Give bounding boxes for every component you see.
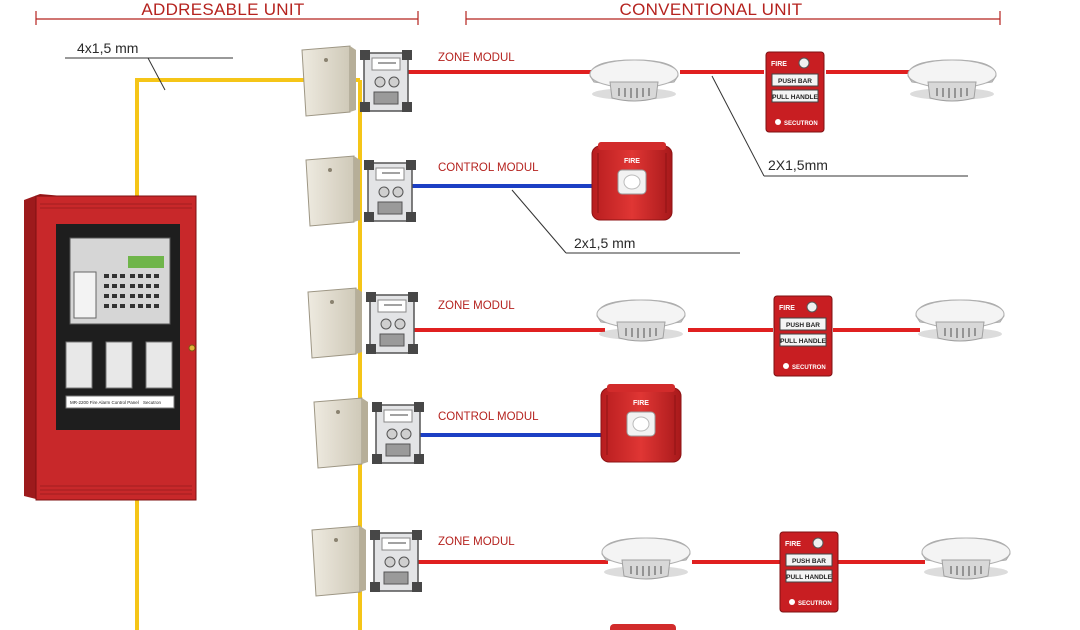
horn-strobe-3-partial	[610, 624, 676, 630]
pull-station-1: FIRE PUSH BAR PULL HANDLE SECUTRON	[765, 51, 825, 133]
smoke-detector-2a	[596, 299, 686, 342]
svg-text:PULL HANDLE: PULL HANDLE	[772, 94, 818, 101]
panel-lock	[188, 344, 196, 352]
svg-text:SECUTRON: SECUTRON	[792, 365, 826, 371]
lcd-display	[128, 256, 164, 268]
svg-text:PUSH BAR: PUSH BAR	[786, 322, 820, 329]
conventional-unit-header: CONVENTIONAL UNIT	[465, 0, 1001, 25]
addressable-unit-header: ADDRESABLE UNIT	[35, 0, 419, 25]
horn-strobe-2	[600, 383, 682, 463]
panel-brand: Secutron	[143, 400, 162, 405]
control-cable-label: 2x1,5 mm	[574, 235, 635, 251]
svg-text:PUSH BAR: PUSH BAR	[778, 78, 812, 85]
zone-cable-label: 2X1,5mm	[768, 157, 828, 173]
module-label-1: ZONE MODUL	[438, 52, 515, 64]
svg-text:PUSH BAR: PUSH BAR	[792, 558, 826, 565]
panel-caption: MR-2200 Fire Alarm Control Panel	[70, 400, 139, 405]
svg-text:FIRE: FIRE	[771, 61, 787, 68]
pull-station-3: FIRE PUSH BAR PULL HANDLE SECUTRON	[779, 531, 839, 613]
addressable-unit-label: ADDRESABLE UNIT	[141, 0, 304, 19]
control-module-2	[313, 397, 425, 469]
smoke-detector-3a	[601, 537, 691, 580]
svg-text:PULL HANDLE: PULL HANDLE	[786, 574, 832, 581]
zone-module-3	[311, 525, 423, 597]
smoke-detector-2b	[915, 299, 1005, 342]
module-label-5: ZONE MODUL	[438, 536, 515, 548]
main-cable-callout: 4x1,5 mm	[65, 40, 233, 91]
conventional-unit-label: CONVENTIONAL UNIT	[620, 0, 803, 19]
pull-station-2: FIRE PUSH BAR PULL HANDLE SECUTRON	[773, 295, 833, 377]
module-label-2: CONTROL MODUL	[438, 162, 539, 174]
fire-alarm-control-panel: MR-2200 Fire Alarm Control Panel Secutro…	[24, 194, 197, 501]
horn-strobe-1	[591, 141, 673, 221]
smoke-detector-1b	[907, 59, 997, 102]
svg-text:SECUTRON: SECUTRON	[784, 121, 818, 127]
smoke-detector-1a	[589, 59, 679, 102]
module-label-3: ZONE MODUL	[438, 300, 515, 312]
control-cable-callout: 2x1,5 mm	[511, 189, 740, 254]
zone-cable-callout: 2X1,5mm	[711, 75, 968, 177]
svg-text:SECUTRON: SECUTRON	[798, 601, 832, 607]
svg-text:PULL HANDLE: PULL HANDLE	[780, 338, 826, 345]
smoke-detector-3b	[921, 537, 1011, 580]
svg-text:FIRE: FIRE	[785, 541, 801, 548]
main-cable-label: 4x1,5 mm	[77, 40, 138, 56]
zone-module-2	[307, 287, 419, 359]
module-label-4: CONTROL MODUL	[438, 411, 539, 423]
svg-text:FIRE: FIRE	[779, 305, 795, 312]
